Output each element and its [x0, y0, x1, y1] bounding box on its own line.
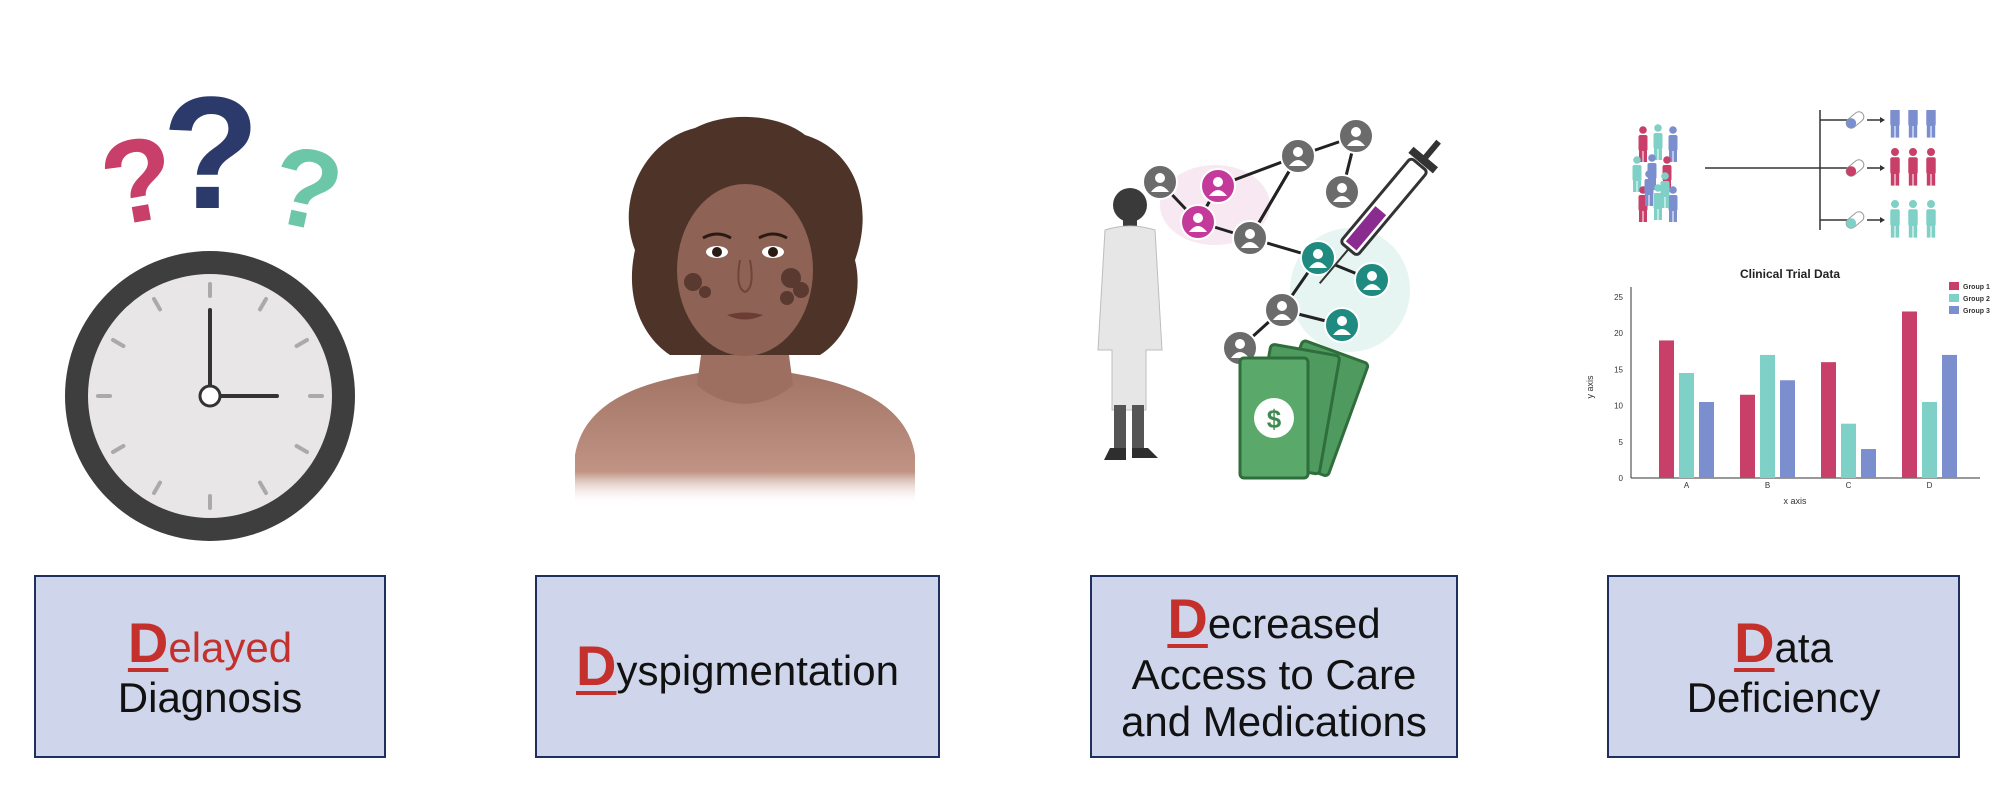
box-line: and Medications [1121, 697, 1427, 745]
chart-title: Clinical Trial Data [1740, 267, 1840, 281]
legend-swatch [1949, 282, 1959, 290]
box-initial: D [1167, 587, 1208, 651]
data-deficiency-box: Data Deficiency [1607, 575, 1960, 758]
box-word-rest: ata [1774, 623, 1833, 671]
bar [1659, 340, 1674, 478]
legend-label: Group 1 [1963, 284, 1990, 291]
woman-dyspigmentation-icon [575, 116, 915, 505]
network-node [1280, 138, 1316, 174]
y-tick-label: 15 [1614, 365, 1623, 374]
box-word-rest: ecreased [1207, 600, 1381, 648]
person-icon [1668, 126, 1678, 162]
trial-diagram [1632, 110, 1936, 238]
bar [1922, 401, 1937, 478]
bar [1740, 394, 1755, 478]
network-node [1142, 164, 1178, 200]
y-tick-label: 5 [1619, 438, 1624, 447]
bar [1942, 354, 1957, 478]
network-node [1180, 204, 1216, 240]
dyspigmentation-box: Dyspigmentation [535, 575, 940, 758]
network-node [1324, 307, 1360, 343]
x-tick-label: A [1684, 481, 1690, 490]
person-icon [1890, 110, 1900, 138]
bar [1861, 449, 1876, 478]
pill-icon [1845, 211, 1865, 229]
box-line: Decreased [1167, 587, 1381, 651]
box-line: Deficiency [1686, 674, 1881, 722]
person-icon [1908, 110, 1918, 138]
person-icon [1638, 126, 1648, 162]
y-tick-label: 10 [1614, 402, 1623, 411]
svg-text:?: ? [162, 63, 260, 242]
pill-icon [1845, 111, 1865, 129]
svg-text:$: $ [1267, 404, 1282, 434]
network-node [1264, 292, 1300, 328]
box-line: Diagnosis [117, 674, 303, 722]
network-node [1300, 240, 1336, 276]
legend-label: Group 2 [1963, 296, 1990, 303]
syringe-icon [1318, 139, 1441, 285]
y-tick-label: 20 [1614, 329, 1623, 338]
person-icon [1653, 124, 1663, 160]
bar [1841, 423, 1856, 478]
y-tick-label: 25 [1614, 293, 1623, 302]
legend-swatch [1949, 294, 1959, 302]
delayed-diagnosis-box: Delayed Diagnosis [34, 575, 386, 758]
chart-xlabel: x axis [1783, 496, 1807, 506]
clock-icon [65, 251, 355, 541]
x-tick-label: C [1846, 481, 1852, 490]
box-line: Dyspigmentation [576, 634, 899, 698]
person-icon [1890, 200, 1900, 238]
pill-icon [1845, 159, 1865, 177]
y-tick-label: 0 [1619, 474, 1624, 483]
network-node [1354, 262, 1390, 298]
box-initial: D [576, 634, 617, 698]
access-care-illustration: $ [1097, 118, 1441, 480]
clinical-trial-chart: Clinical Trial Data y axis x axis 0 5 10 15… [1585, 267, 1990, 506]
decreased-access-box: Decreased Access to Care and Medications [1090, 575, 1458, 758]
bar [1679, 373, 1694, 478]
legend-label: Group 3 [1963, 308, 1990, 315]
delayed-diagnosis-illustration: ? ? ? [65, 63, 355, 541]
bar [1780, 380, 1795, 478]
person-icon [1926, 110, 1936, 138]
doctor-icon [1097, 188, 1163, 460]
bar [1821, 362, 1836, 478]
box-initial: D [1734, 610, 1775, 674]
network-node [1324, 174, 1360, 210]
x-tick-label: B [1765, 481, 1770, 490]
box-word-rest: elayed [168, 623, 293, 671]
svg-text:?: ? [260, 120, 353, 256]
money-icon: $ [1238, 339, 1370, 480]
person-icon [1890, 148, 1900, 186]
person-icon [1926, 200, 1936, 238]
people-group-icon [1632, 124, 1678, 222]
person-icon [1926, 148, 1936, 186]
bar [1699, 401, 1714, 478]
person-icon [1644, 170, 1654, 206]
bar [1760, 354, 1775, 478]
x-tick-label: D [1927, 481, 1933, 490]
box-line: Delayed [127, 610, 293, 675]
network-node [1200, 168, 1236, 204]
question-mark-icon: ? ? ? [91, 63, 353, 257]
box-word-rest: yspigmentation [616, 647, 899, 695]
person-icon [1660, 172, 1670, 208]
person-icon [1908, 200, 1918, 238]
network-node [1338, 118, 1374, 154]
person-icon [1668, 186, 1678, 222]
box-initial: D [127, 610, 169, 674]
network-node [1232, 220, 1268, 256]
legend-swatch [1949, 306, 1959, 314]
box-line: Access to Care [1131, 650, 1417, 698]
person-icon [1653, 184, 1663, 220]
person-icon [1908, 148, 1918, 186]
bar [1902, 311, 1917, 478]
box-line: Data [1734, 610, 1833, 675]
chart-ylabel: y axis [1585, 375, 1595, 399]
person-icon [1632, 156, 1642, 192]
